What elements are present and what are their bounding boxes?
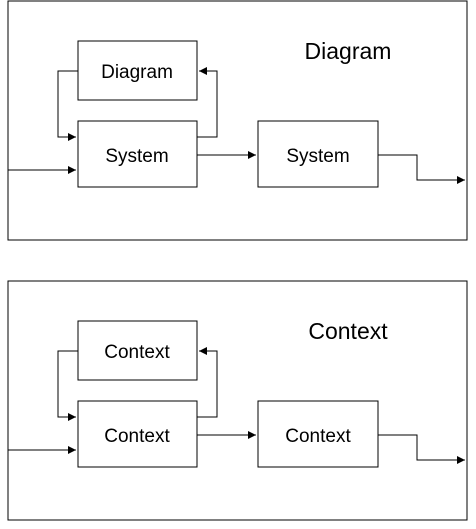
output-block: Context <box>257 400 379 468</box>
main-block-label: System <box>105 146 168 167</box>
main-to-feedback-arrow <box>197 347 218 418</box>
main-to-feedback-arrow <box>197 67 218 138</box>
main-block-label: Context <box>104 426 170 447</box>
feedback-block: Context <box>77 320 198 381</box>
main-block: System <box>77 120 198 188</box>
panel-frame <box>7 280 468 521</box>
panel-frame <box>7 0 468 241</box>
output-arrow <box>378 434 465 464</box>
output-block-label: Context <box>285 426 351 447</box>
main-block: Context <box>77 400 198 468</box>
feedback-block-label: Context <box>104 342 170 363</box>
feedback-block: Diagram <box>77 40 198 101</box>
panel-title: Context <box>308 318 388 344</box>
output-block: System <box>257 120 379 188</box>
feedback-to-main-arrow <box>57 350 78 421</box>
panel-title: Diagram <box>305 38 392 64</box>
feedback-block-label: Diagram <box>101 62 173 83</box>
panel-1: Diagram Diagram System System <box>7 0 468 241</box>
output-arrow <box>378 154 465 184</box>
panel-2: Context Context Context Context <box>7 280 468 521</box>
output-block-label: System <box>286 146 349 167</box>
feedback-to-main-arrow <box>57 70 78 141</box>
